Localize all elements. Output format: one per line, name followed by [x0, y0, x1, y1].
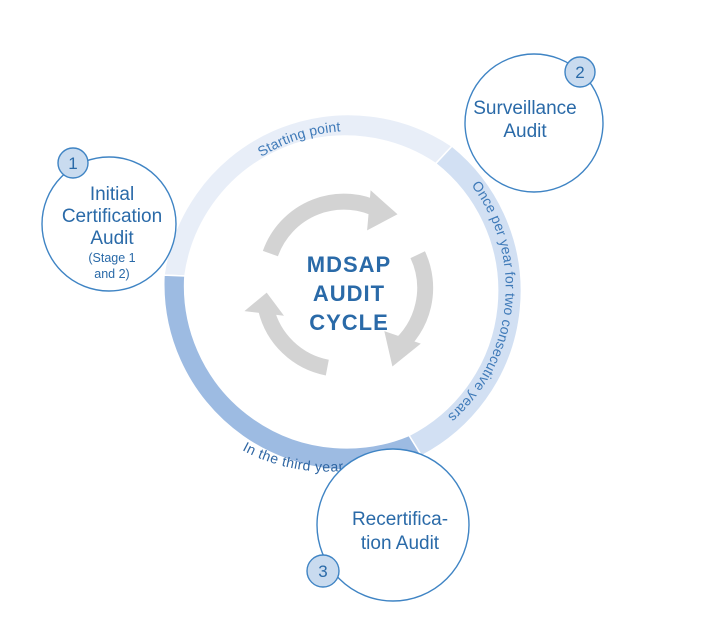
node-initial-title-line-1: Initial [90, 184, 134, 205]
node-initial-sub-line-1: (Stage 1 [88, 251, 135, 265]
node-surveillance-circle [464, 53, 604, 193]
badge-1 [57, 147, 89, 179]
center-title: MDSAP AUDIT CYCLE [307, 252, 391, 335]
node-surveillance-title-line-1: Surveillance [473, 98, 577, 119]
node-initial-title-line-3: Audit [90, 228, 134, 249]
node-initial-sub-line-2: and 2) [94, 267, 129, 281]
node-surveillance: 2 Surveillance Audit [464, 53, 604, 193]
node-recertification: 3 Recertifica- tion Audit [306, 448, 470, 602]
node-recert-circle [316, 448, 470, 602]
badge-2 [564, 56, 596, 88]
cycle-arrows-icon [244, 190, 434, 376]
badge-2-number: 2 [575, 63, 584, 82]
node-surveillance-title-line-2: Audit [503, 121, 547, 142]
node-initial-circle [41, 156, 177, 292]
node-initial-certification: 1 Initial Certification Audit (Stage 1 a… [41, 147, 177, 292]
center-title-line-1: MDSAP [307, 252, 391, 277]
badge-3-number: 3 [318, 562, 327, 581]
badge-1-number: 1 [68, 154, 77, 173]
node-recert-title-line-2: tion Audit [361, 533, 440, 554]
center-title-line-3: CYCLE [309, 310, 389, 335]
center-title-line-2: AUDIT [313, 281, 385, 306]
node-initial-title-line-2: Certification [62, 206, 162, 227]
ring-segment-third-year [163, 274, 423, 471]
node-recert-title-line-1: Recertifica- [352, 509, 448, 530]
badge-3 [306, 554, 340, 588]
